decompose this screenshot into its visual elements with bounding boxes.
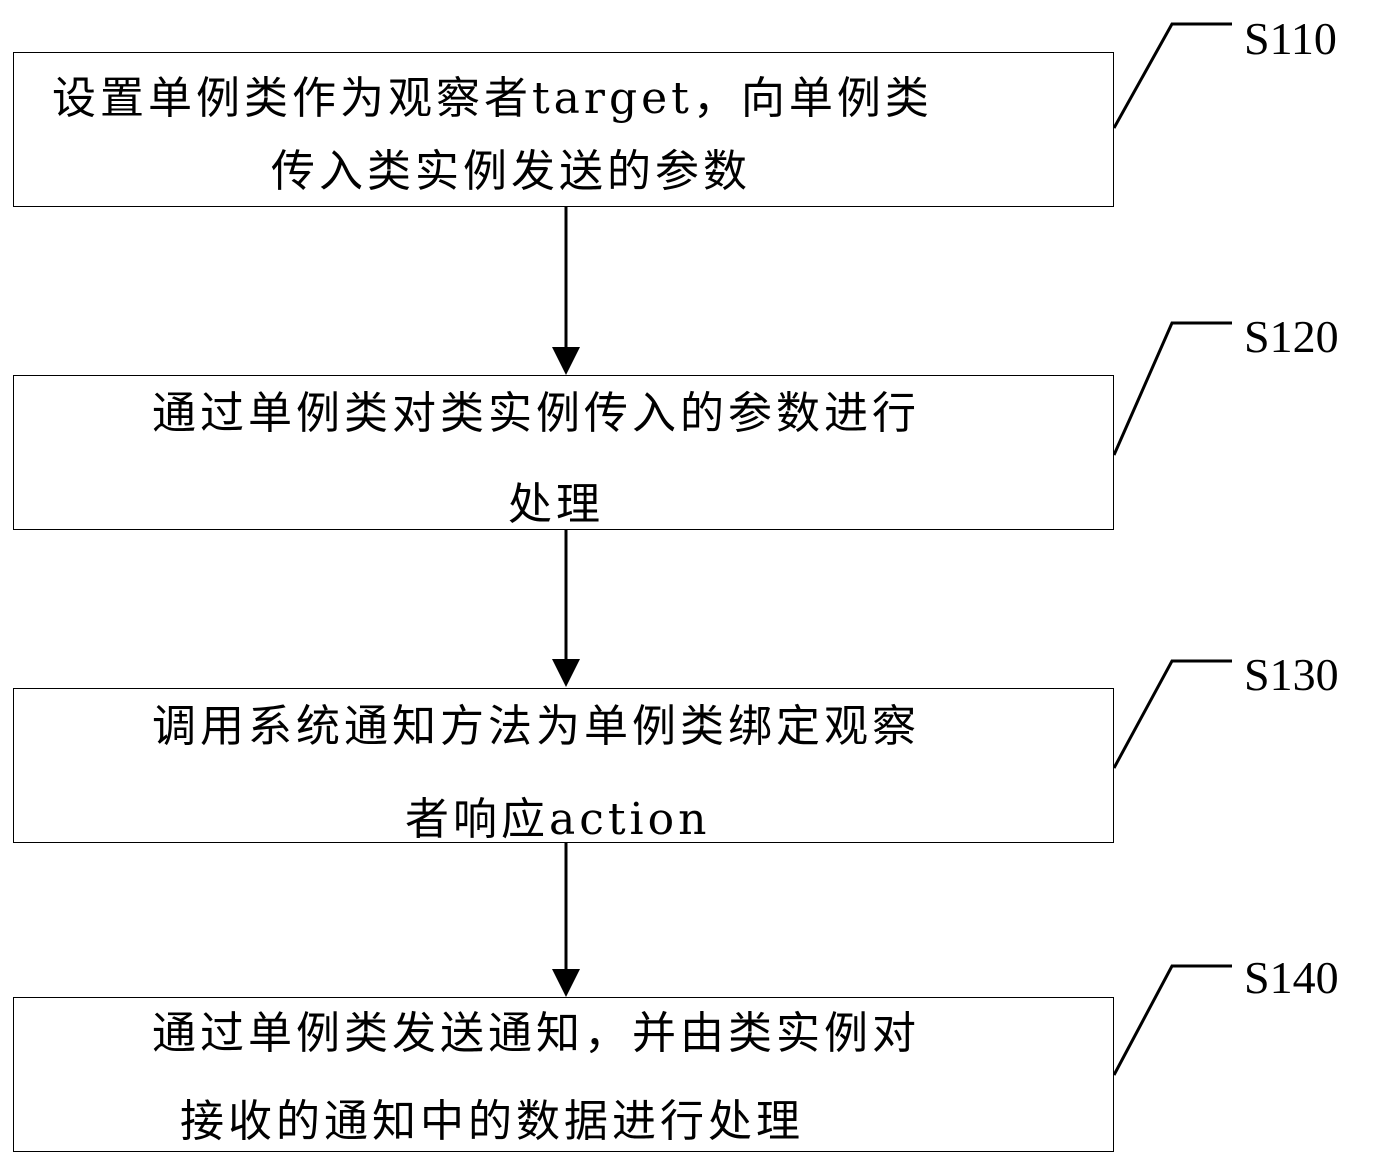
step-label-s130: S130 [1244,649,1339,700]
step-label-s110: S110 [1244,13,1337,64]
flow-arrow-2 [552,530,580,687]
step-s120-line-2: 处理 [508,479,604,530]
step-label-s120: S120 [1244,311,1339,362]
step-label-s140: S140 [1244,952,1339,1003]
step-s120-line-1: 通过单例类对类实例传入的参数进行 [152,388,920,439]
step-s130-line-1: 调用系统通知方法为单例类绑定观察 [152,701,920,752]
step-s110-line-2: 传入类实例发送的参数 [271,146,751,197]
leader-line-s140 [1112,964,1232,1076]
leader-line-s110 [1112,22,1232,129]
leader-line-s130 [1112,659,1232,769]
step-s140-line-2: 接收的通知中的数据进行处理 [180,1096,804,1147]
leader-line-s120 [1112,321,1232,456]
step-s140-line-1: 通过单例类发送通知，并由类实例对 [152,1008,920,1059]
step-box-s110: 设置单例类作为观察者target，向单例类 传入类实例发送的参数 [13,52,1114,207]
step-box-s140: 通过单例类发送通知，并由类实例对 接收的通知中的数据进行处理 [13,997,1114,1152]
step-box-s120: 通过单例类对类实例传入的参数进行 处理 [13,375,1114,530]
step-s110-line-1: 设置单例类作为观察者target，向单例类 [52,73,933,124]
flow-arrow-3 [552,843,580,997]
flow-arrow-1 [552,207,580,375]
step-box-s130: 调用系统通知方法为单例类绑定观察 者响应action [13,688,1114,843]
step-s130-line-2: 者响应action [405,794,711,845]
